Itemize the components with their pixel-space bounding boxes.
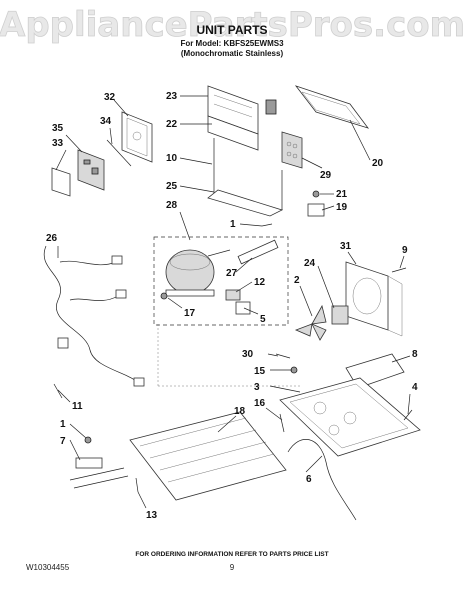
document-number: W10304455 xyxy=(26,563,70,572)
callout-34: 34 xyxy=(100,116,112,127)
callout-35: 35 xyxy=(52,123,64,134)
condenser-18 xyxy=(129,411,287,501)
callout-7: 7 xyxy=(60,436,66,447)
control-board-35 xyxy=(77,149,105,191)
drain-trough-20 xyxy=(294,85,370,129)
terminal-block-7 xyxy=(69,457,129,489)
callout-4: 4 xyxy=(412,382,418,393)
callout-31: 31 xyxy=(340,241,352,252)
finish-line: (Monochromatic Stainless) xyxy=(181,49,284,58)
thermistor-34 xyxy=(106,139,132,167)
callout-9: 9 xyxy=(402,245,408,256)
callout-26: 26 xyxy=(46,233,58,244)
ordering-note: FOR ORDERING INFORMATION REFER TO PARTS … xyxy=(135,551,328,558)
compressor-kit-frame xyxy=(153,236,289,326)
wire-harness-26 xyxy=(43,245,145,387)
mount-plate-25 xyxy=(207,170,284,217)
callout-24: 24 xyxy=(304,258,316,269)
callout-11: 11 xyxy=(72,401,83,412)
bracket-29 xyxy=(281,131,303,169)
fan-blade-2 xyxy=(294,304,327,341)
overload-5 xyxy=(235,301,251,315)
callout-6: 6 xyxy=(306,474,312,485)
screw-1-upper xyxy=(261,223,273,227)
callout-29: 29 xyxy=(320,170,332,181)
board-cover-33 xyxy=(51,167,71,197)
callout-19: 19 xyxy=(336,202,348,213)
base-pan-3 xyxy=(279,377,421,457)
page-title: UNIT PARTS xyxy=(196,23,267,37)
grommet-17 xyxy=(160,292,168,300)
callout-33: 33 xyxy=(52,138,64,149)
leader-lines xyxy=(55,95,411,509)
callout-1-lower: 1 xyxy=(60,419,66,430)
callout-22: 22 xyxy=(166,119,178,130)
callout-3: 3 xyxy=(254,382,260,393)
callout-1-upper: 1 xyxy=(230,219,236,230)
callout-13: 13 xyxy=(146,510,158,521)
callout-32: 32 xyxy=(104,92,116,103)
callout-30: 30 xyxy=(242,349,254,360)
callout-20: 20 xyxy=(372,158,384,169)
callout-23: 23 xyxy=(166,91,178,102)
cable-11 xyxy=(53,383,63,399)
dryer-27 xyxy=(237,239,279,265)
callout-28: 28 xyxy=(166,200,178,211)
screw-13 xyxy=(135,477,139,493)
fan-shroud-31 xyxy=(345,261,403,337)
callout-10: 10 xyxy=(166,153,178,164)
callout-5: 5 xyxy=(260,314,266,325)
tube-16 xyxy=(279,413,285,433)
screw-30 xyxy=(275,353,291,359)
control-bracket-32 xyxy=(121,111,153,163)
valve-19-21 xyxy=(307,190,325,217)
relay-12 xyxy=(225,289,241,301)
callout-27: 27 xyxy=(226,268,238,279)
callout-18: 18 xyxy=(234,406,246,417)
machine-compartment-shelf xyxy=(207,85,277,151)
callout-12: 12 xyxy=(254,277,266,288)
screw-9 xyxy=(391,267,407,273)
compressor-28 xyxy=(165,249,231,297)
callout-17: 17 xyxy=(184,308,196,319)
callout-15: 15 xyxy=(254,366,266,377)
screw-4 xyxy=(403,409,413,421)
watermark-text: AppliancePartsPros.com xyxy=(0,5,464,45)
callout-8: 8 xyxy=(412,349,418,360)
callout-2: 2 xyxy=(294,275,300,286)
model-line: For Model: KBFS25EWMS3 xyxy=(180,39,284,48)
screw-1-lower xyxy=(84,436,92,444)
callout-16: 16 xyxy=(254,398,266,409)
callout-25: 25 xyxy=(166,181,178,192)
callout-labels: 32 35 34 33 23 22 10 25 28 1 26 27 12 17… xyxy=(46,91,418,521)
page-number: 9 xyxy=(230,563,235,572)
fan-motor-24 xyxy=(331,305,349,325)
callout-21: 21 xyxy=(336,189,348,200)
